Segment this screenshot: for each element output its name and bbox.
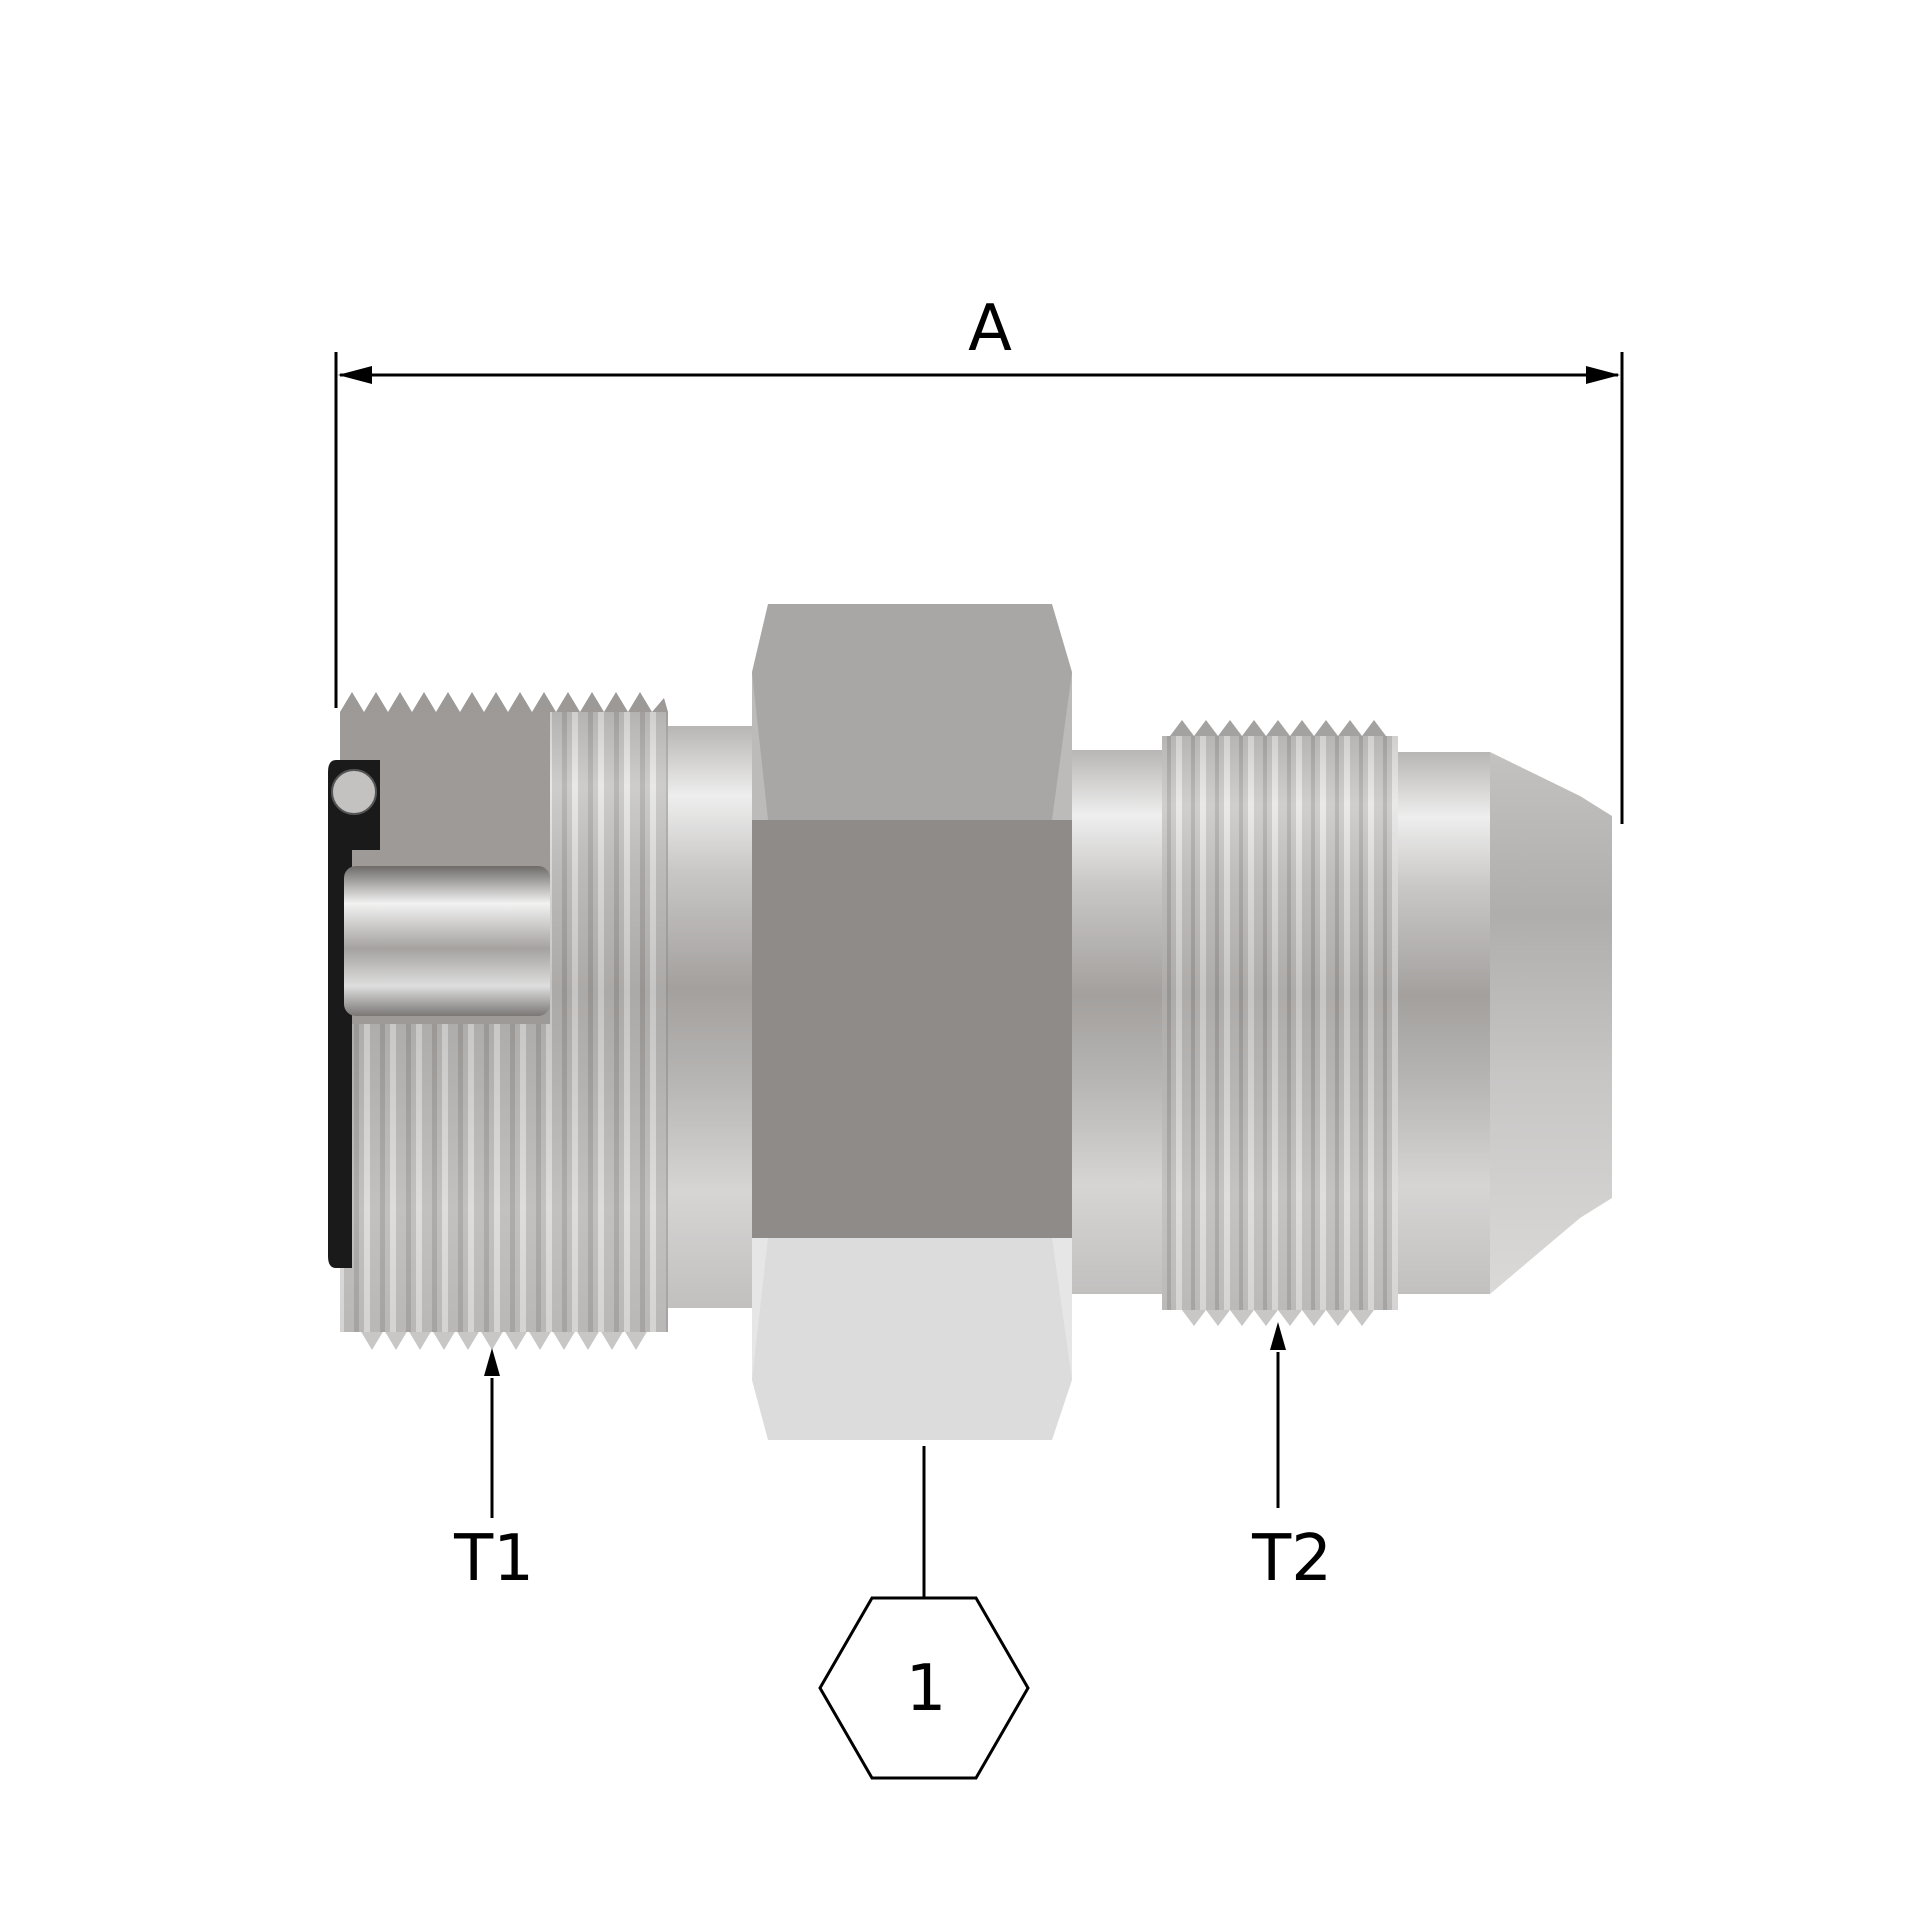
right-neck (1072, 750, 1162, 1294)
dimension-a-left-arrow (338, 366, 372, 384)
t1-label: T1 (453, 1522, 534, 1596)
hex-size-symbol (818, 1596, 1030, 1780)
left-thread-teeth-bottom (360, 1330, 648, 1350)
hex-size-label: 1 (906, 1652, 947, 1726)
left-collar (668, 726, 752, 1308)
dimension-a-right-arrow (1586, 366, 1620, 384)
right-thread-teeth-top (1170, 720, 1386, 736)
right-jic-end (1162, 720, 1612, 1326)
t2-callout: T2 (1251, 1322, 1332, 1596)
hex-callout: 1 (818, 1446, 1030, 1780)
t1-leader-arrow (484, 1348, 500, 1376)
right-flare-body (1398, 752, 1490, 1294)
dimension-a-label: A (968, 292, 1012, 366)
right-flare-cone (1490, 752, 1612, 1294)
t1-callout: T1 (453, 1348, 534, 1596)
left-pin (344, 866, 550, 1016)
t2-leader-arrow (1270, 1322, 1286, 1350)
left-thread-teeth-top (340, 692, 668, 712)
hex-nut (752, 604, 1072, 1440)
left-seal-ring (328, 760, 380, 1268)
left-seal-pin-head (331, 769, 377, 815)
hex-nut-top-face (752, 604, 1072, 820)
hex-nut-bottom-face (752, 1238, 1072, 1440)
left-orb-end (328, 692, 752, 1350)
dimension-a: A (334, 292, 1624, 824)
t2-label: T2 (1251, 1522, 1332, 1596)
right-thread-teeth-bottom (1182, 1310, 1374, 1326)
